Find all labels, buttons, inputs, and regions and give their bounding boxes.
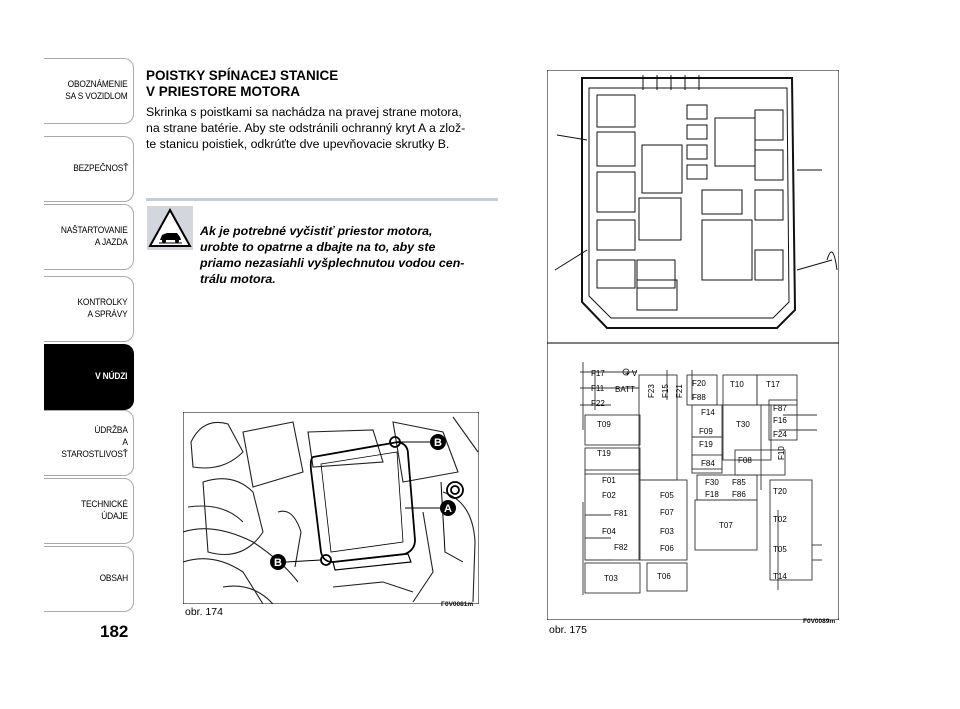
label-F30: F30: [705, 478, 719, 487]
label-F06: F06: [660, 544, 674, 553]
tab-label: TECHNICKÉ ÚDAJE: [80, 499, 128, 522]
label-T19: T19: [597, 449, 611, 458]
tab-udrzba[interactable]: ÚDRŽBA A STAROSTLIVOSŤ: [44, 410, 134, 476]
label-F19: F19: [699, 440, 713, 449]
tab-label: OBOZNÁMENIE SA S VOZIDLOM: [65, 79, 128, 102]
label-T10: T10: [730, 380, 744, 389]
label-F87: F87: [773, 404, 787, 413]
label-F08: F08: [738, 456, 752, 465]
tab-label: V NÚDZI: [95, 371, 128, 382]
tab-bezpecnost[interactable]: BEZPEČNOSŤ: [44, 136, 134, 202]
label-T20: T20: [773, 487, 787, 496]
tab-kontrolky[interactable]: KONTROLKY A SPRÁVY: [44, 276, 134, 342]
label-F82: F82: [614, 543, 628, 552]
callout-b-bottom: [270, 554, 286, 570]
tab-obsah[interactable]: OBSAH: [44, 546, 134, 612]
figure-174-caption: obr. 174: [185, 606, 223, 618]
label-BATT: BATT: [615, 385, 635, 394]
label-T06: T06: [657, 572, 671, 581]
warning-text-content: Ak je potrebné vyčistiť priestor motora,…: [200, 224, 465, 286]
figure-174-photo: B A B: [183, 412, 479, 604]
label-T17: T17: [766, 380, 780, 389]
label-F84: F84: [701, 459, 715, 468]
section-heading: POISTKY SPÍNACEJ STANICE V PRIESTORE MOT…: [146, 68, 339, 99]
page-number: 182: [100, 622, 129, 641]
tab-label: ÚDRŽBA A STAROSTLIVOSŤ: [61, 425, 128, 460]
warning-car-icon: [147, 206, 193, 250]
label-F21: F21: [675, 384, 684, 398]
warning-text: Ak je potrebné vyčistiť priestor motora,…: [146, 207, 498, 303]
callout-b-top: [430, 434, 446, 450]
label-F88: F88: [692, 393, 706, 402]
tab-oboznamenie[interactable]: OBOZNÁMENIE SA S VOZIDLOM: [44, 58, 134, 124]
label-F04: F04: [602, 527, 616, 536]
figure-175-caption: obr. 175: [549, 624, 587, 636]
tab-technicke[interactable]: TECHNICKÉ ÚDAJE: [44, 478, 134, 544]
callout-b-top-label: B: [434, 437, 442, 449]
label-F24: F24: [773, 430, 787, 439]
label-F10: F10: [777, 446, 786, 460]
label-F05: F05: [660, 491, 674, 500]
label-T14: T14: [773, 572, 787, 581]
section-body: Skrinka s poistkami sa nachádza na prave…: [146, 105, 466, 151]
label-F14: F14: [701, 408, 715, 417]
label-T09: T09: [597, 420, 611, 429]
label-T05: T05: [773, 545, 787, 554]
label-F09: F09: [699, 427, 713, 436]
tab-v-nudzi[interactable]: V NÚDZI: [44, 344, 134, 410]
label-F86: F86: [732, 490, 746, 499]
figure-174-code: F0V0081m: [441, 601, 474, 608]
label-F16: F16: [773, 416, 787, 425]
label-F17: F17: [591, 369, 605, 378]
label-F03: F03: [660, 527, 674, 536]
label-F85: F85: [732, 478, 746, 487]
tab-label: KONTROLKY A SPRÁVY: [77, 297, 128, 320]
label-F18: F18: [705, 490, 719, 499]
warning-divider: [146, 198, 498, 201]
label-plusV: + V: [625, 369, 638, 378]
label-F23: F23: [647, 384, 656, 398]
label-F20: F20: [692, 379, 706, 388]
callout-b-bottom-label: B: [274, 557, 282, 569]
label-F81: F81: [614, 509, 628, 518]
label-T30: T30: [736, 420, 750, 429]
tab-label: NAŠTARTOVANIE A JAZDA: [60, 225, 128, 248]
label-F15: F15: [661, 384, 670, 398]
tab-label: OBSAH: [99, 573, 128, 584]
figure-175-fusebox: F17 + V F11 BATT F22 F23 F15 F21 F20 F88…: [547, 70, 839, 620]
figure-175-code: F0V0089m: [803, 618, 836, 625]
callout-a: [440, 500, 456, 516]
label-T07: T07: [719, 521, 733, 530]
callout-a-label: A: [444, 503, 452, 515]
label-F01: F01: [602, 476, 616, 485]
label-T02: T02: [773, 515, 787, 524]
tab-label: BEZPEČNOSŤ: [72, 163, 128, 174]
tab-nastartovanie[interactable]: NAŠTARTOVANIE A JAZDA: [44, 204, 134, 270]
label-F07: F07: [660, 508, 674, 517]
label-T03: T03: [604, 574, 618, 583]
label-F11: F11: [591, 384, 605, 393]
label-F22: F22: [591, 399, 605, 408]
label-F02: F02: [602, 491, 616, 500]
